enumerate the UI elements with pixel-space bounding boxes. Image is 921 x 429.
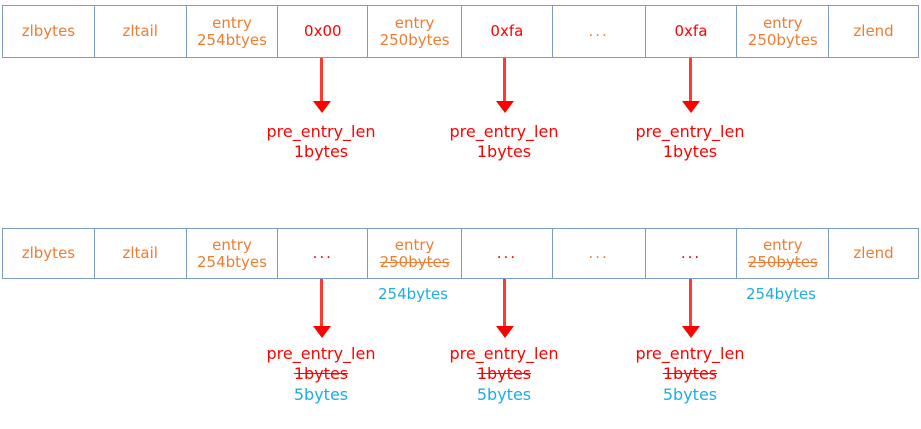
callout-pre-entry-len-3: pre_entry_len 1bytes xyxy=(636,122,745,163)
table1-cell-prevlen-0xfa-a: 0xfa xyxy=(462,6,553,57)
cell-text-line2-struck: 250bytes xyxy=(379,252,450,271)
cell-text-line1: 0xfa xyxy=(490,22,524,41)
callout-label: pre_entry_len xyxy=(266,344,376,363)
table1-cell-ellipsis: ... xyxy=(553,6,646,57)
callout-pre-entry-len-1: pre_entry_len 1bytes xyxy=(267,122,376,163)
table2-cell-zltail: zltail xyxy=(95,229,187,278)
cell-text-line1: entry xyxy=(394,13,435,32)
blue-note-entry-size-1: 254bytes xyxy=(378,285,448,303)
table1-cell-prevlen-0xfa-b: 0xfa xyxy=(646,6,738,57)
callout-label: pre_entry_len xyxy=(635,344,745,363)
arrowhead-icon xyxy=(495,101,514,113)
cell-text-line2: 254btyes xyxy=(197,30,267,49)
table2-cell-zlend: zlend xyxy=(829,229,918,278)
callout-pre-entry-len-6: pre_entry_len 1bytes 5bytes xyxy=(636,344,745,405)
table1-cell-zlend: zlend xyxy=(829,6,918,57)
arrowhead-icon xyxy=(495,326,514,338)
arrow-to-callout-2 xyxy=(495,58,514,113)
callout-label: pre_entry_len xyxy=(635,122,745,141)
cell-text-line1: ... xyxy=(312,244,333,263)
cell-text-line1: 0xfa xyxy=(674,22,708,41)
cell-text-line1: zlbytes xyxy=(21,22,76,41)
blue-note-entry-size-2: 254bytes xyxy=(746,285,816,303)
cell-text-line1: zltail xyxy=(122,244,158,263)
table2-cell-zlbytes: zlbytes xyxy=(3,229,95,278)
table1-cell-prevlen-0x00: 0x00 xyxy=(278,6,369,57)
cell-text-line2: 250bytes xyxy=(379,30,450,49)
callout-label: pre_entry_len xyxy=(449,344,559,363)
table1-cell-entry-250-b: entry 250bytes xyxy=(737,6,830,57)
arrowhead-icon xyxy=(312,326,331,338)
cell-text-line2-struck: 250bytes xyxy=(747,252,818,271)
cell-text-line1: ... xyxy=(588,244,609,263)
callout-pre-entry-len-5: pre_entry_len 1bytes 5bytes xyxy=(450,344,559,405)
table1-cell-zltail: zltail xyxy=(95,6,187,57)
arrow-to-callout-5 xyxy=(495,279,514,338)
callout-label: pre_entry_len xyxy=(449,122,559,141)
callout-size-old: 1bytes xyxy=(293,364,349,384)
callout-label: pre_entry_len xyxy=(266,122,376,141)
callout-size: 1bytes xyxy=(293,142,349,162)
table2-cell-prevlen-b: ... xyxy=(462,229,553,278)
table2-cell-prevlen-a: ... xyxy=(278,229,369,278)
arrow-to-callout-4 xyxy=(312,279,331,338)
callout-pre-entry-len-4: pre_entry_len 1bytes 5bytes xyxy=(267,344,376,405)
callout-size-old: 1bytes xyxy=(476,364,532,384)
table2-cell-entry-250-b: entry 250bytes xyxy=(737,229,830,278)
arrow-to-callout-1 xyxy=(312,58,331,113)
cell-text-line2: 250bytes xyxy=(747,30,818,49)
cell-text-line1: entry xyxy=(762,13,803,32)
callout-pre-entry-len-2: pre_entry_len 1bytes xyxy=(450,122,559,163)
table2-cell-prevlen-c: ... xyxy=(646,229,738,278)
cell-text-line1: entry xyxy=(762,235,803,254)
table1-cell-entry-254: entry 254btyes xyxy=(187,6,279,57)
cell-text-line1: ... xyxy=(588,22,609,41)
table2-cell-entry-250-a: entry 250bytes xyxy=(368,229,462,278)
arrowhead-icon xyxy=(312,101,331,113)
cell-text-line1: zlbytes xyxy=(21,244,76,263)
cell-text-line1: zlend xyxy=(853,22,894,41)
table1-cell-entry-250-a: entry 250bytes xyxy=(368,6,462,57)
ziplist-table-after: zlbytes zltail entry 254btyes ... entry … xyxy=(2,228,919,279)
arrow-to-callout-3 xyxy=(681,58,700,113)
callout-size-new: 5bytes xyxy=(293,384,349,404)
callout-size: 1bytes xyxy=(476,142,532,162)
cell-text-line2: 254btyes xyxy=(197,252,267,271)
table2-cell-ellipsis: ... xyxy=(553,229,646,278)
cell-text-line1: zlend xyxy=(853,244,894,263)
arrowhead-icon xyxy=(681,326,700,338)
cell-text-line1: ... xyxy=(680,244,702,263)
callout-size-new: 5bytes xyxy=(476,384,532,404)
cell-text-line1: zltail xyxy=(122,22,158,41)
callout-size-old: 1bytes xyxy=(662,364,718,384)
callout-size-new: 5bytes xyxy=(662,384,718,404)
cell-text-line1: entry xyxy=(212,13,252,32)
ziplist-table-before: zlbytes zltail entry 254btyes 0x00 entry… xyxy=(2,5,919,58)
table1-cell-zlbytes: zlbytes xyxy=(3,6,95,57)
arrowhead-icon xyxy=(681,101,700,113)
callout-size: 1bytes xyxy=(662,142,718,162)
table2-cell-entry-254: entry 254btyes xyxy=(187,229,279,278)
arrow-to-callout-6 xyxy=(681,279,700,338)
cell-text-line1: entry xyxy=(394,235,435,254)
cell-text-line1: ... xyxy=(496,244,518,263)
cell-text-line1: entry xyxy=(212,235,252,254)
cell-text-line1: 0x00 xyxy=(304,22,342,41)
